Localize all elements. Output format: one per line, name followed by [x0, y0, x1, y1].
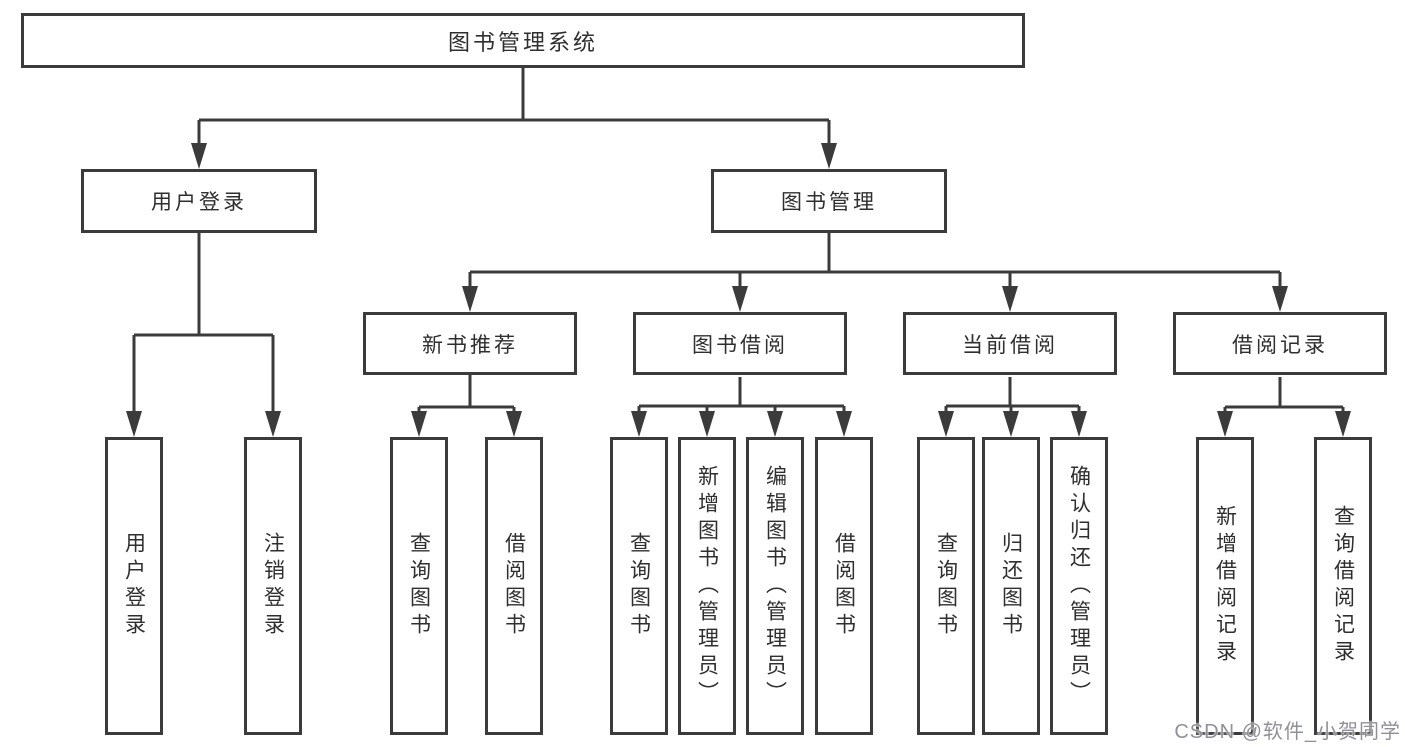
node-book-borrow: 图书借阅: [633, 312, 847, 375]
node-user-login: 用户登录: [81, 169, 317, 233]
leaf-borrow-books: 借阅图书: [815, 437, 873, 735]
leaf-label: 注销登录: [261, 532, 285, 640]
node-label: 图书借阅: [692, 333, 788, 357]
leaf-edit-book-admin: 编辑图书（管理员）: [746, 437, 804, 735]
leaf-label: 借阅图书: [832, 532, 856, 640]
leaf-user-login: 用户登录: [105, 437, 163, 735]
node-label: 图书管理系统: [447, 29, 598, 55]
leaf-label: 编辑图书（管理员）: [763, 464, 787, 708]
node-label: 借阅记录: [1232, 333, 1328, 357]
arrowheads: [126, 143, 1351, 437]
node-book-management: 图书管理: [711, 169, 947, 233]
leaf-label: 查询图书: [934, 532, 958, 640]
leaf-add-borrow-record: 新增借阅记录: [1196, 437, 1254, 735]
csdn-watermark: CSDN @软件_小贺同学: [1174, 721, 1401, 743]
node-label: 图书管理: [781, 191, 877, 214]
leaf-label: 用户登录: [122, 532, 146, 640]
node-label: 当前借阅: [962, 333, 1058, 357]
leaf-label: 新增图书（管理员）: [695, 464, 719, 708]
leaf-query-books-borrow: 查询图书: [610, 437, 668, 735]
leaf-label: 查询图书: [627, 532, 651, 640]
node-borrow-records: 借阅记录: [1173, 312, 1387, 375]
node-label: 新书推荐: [422, 333, 518, 357]
leaf-query-books-recommend: 查询图书: [390, 437, 448, 735]
leaf-add-book-admin: 新增图书（管理员）: [678, 437, 736, 735]
leaf-borrow-books-recommend: 借阅图书: [485, 437, 543, 735]
leaf-query-borrow-record: 查询借阅记录: [1314, 437, 1372, 735]
leaf-label: 确认归还（管理员）: [1067, 464, 1091, 708]
leaf-label: 借阅图书: [502, 532, 526, 640]
leaf-label: 新增借阅记录: [1213, 505, 1237, 667]
leaf-label: 查询图书: [407, 532, 431, 640]
node-new-book-recommend: 新书推荐: [363, 312, 577, 375]
leaf-label: 查询借阅记录: [1331, 505, 1355, 667]
leaf-return-book: 归还图书: [982, 437, 1040, 735]
leaf-logout: 注销登录: [244, 437, 302, 735]
node-label: 用户登录: [151, 191, 247, 214]
leaf-confirm-return-admin: 确认归还（管理员）: [1050, 437, 1108, 735]
leaf-query-books-current: 查询图书: [917, 437, 975, 735]
leaf-label: 归还图书: [999, 532, 1023, 640]
node-current-borrow: 当前借阅: [903, 312, 1117, 375]
node-library-management-system: 图书管理系统: [21, 13, 1025, 68]
